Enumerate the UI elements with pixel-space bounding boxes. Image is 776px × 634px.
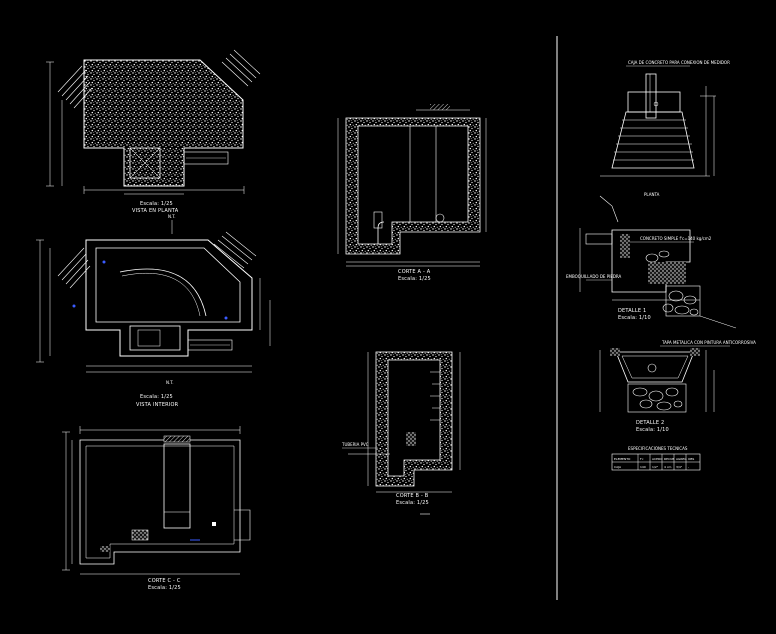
pipe-label: TUBERIA PVC — [341, 442, 369, 447]
table-header-5: OBS — [688, 457, 694, 461]
plan-top-wingwall-right — [221, 49, 261, 87]
section-cc-outer — [79, 439, 241, 565]
plan-middle-title: VISTA INTERIOR — [136, 402, 179, 408]
plan-middle-view: N.T. N.T. — [36, 214, 271, 408]
plan-middle-wingwall-left — [57, 247, 91, 289]
valve-box-view: CAJA DE CONCRETO PARA CONEXION DE MEDIDO… — [600, 60, 730, 197]
plan-middle-box — [129, 325, 181, 351]
plan-top-box — [129, 147, 161, 179]
section-cc-title: CORTE C - C — [148, 578, 181, 584]
section-bb-view: TUBERIA PVC CORTE B - B Escala: 1/25 — [341, 351, 461, 515]
section-bb-title: CORTE B - B — [396, 493, 429, 499]
detail-2-box — [615, 351, 695, 383]
plan-middle-outer-wall — [85, 239, 253, 357]
table-header-0: ELEMENTO — [614, 457, 631, 461]
plan-middle-marker-b — [224, 316, 228, 320]
table-header-3: RECUB — [664, 457, 674, 461]
plan-middle-flow-curve — [119, 268, 207, 317]
detail-2-scale: Escala: 1/10 — [636, 427, 669, 433]
plan-middle-pipe — [187, 339, 233, 351]
detail-1-scale: Escala: 1/10 — [618, 315, 651, 321]
detail-1-view: CONCRETO SIMPLE f'c=140 kg/cm2 EMBOQUILL… — [566, 195, 737, 329]
detail-1-side-note: EMBOQUILLADO DE PIEDRA — [566, 274, 622, 279]
plan-top-pipe — [183, 151, 229, 165]
section-cc-scale: Escala: 1/25 — [148, 585, 181, 591]
detail-1-title: DETALLE 1 — [618, 308, 646, 314]
table-cell-0: CAJA — [614, 465, 622, 469]
level-marker-bottom: N.T. — [166, 380, 174, 385]
detail-2-callout: TAPA METALICA CON PINTURA ANTICORROSIVA — [661, 340, 756, 345]
spec-table-title: ESPECIFICACIONES TECNICAS — [628, 446, 688, 451]
valve-box-subtitle: PLANTA — [644, 192, 660, 197]
detail-1-stone-fill — [645, 250, 699, 316]
spec-table: ESPECIFICACIONES TECNICAS ELEMENTO f'c A… — [611, 446, 701, 471]
section-cc-inner — [85, 445, 235, 559]
table-header-4: AGREG — [676, 457, 687, 461]
level-marker-top: N.T. — [168, 214, 176, 219]
plan-middle-wingwall-right — [213, 231, 257, 269]
table-cell-1: 140 — [640, 465, 646, 469]
detail-2-stone-base — [627, 383, 687, 413]
section-aa-cavity — [357, 125, 469, 245]
plan-middle-inner-wall — [95, 247, 241, 323]
section-cc-wall-panel — [163, 443, 191, 529]
plan-top-slab — [83, 59, 244, 187]
plan-top-wingwall-left — [57, 65, 93, 109]
section-aa-title: CORTE A - A — [398, 269, 431, 275]
valve-box-body — [611, 111, 695, 169]
section-bb-scale: Escala: 1/25 — [396, 500, 429, 506]
plan-top-view: Escala: 1/25 VISTA EN PLANTA — [46, 49, 261, 214]
plan-top-scale: Escala: 1/25 — [140, 201, 173, 207]
table-cell-4: 3/4" — [676, 465, 683, 469]
plan-middle-marker-c — [72, 304, 76, 308]
table-cell-2: 1/2" — [652, 465, 659, 469]
detail-2-title: DETALLE 2 — [636, 420, 664, 426]
plan-middle-scale: Escala: 1/25 — [140, 394, 173, 400]
detail-1-callout: CONCRETO SIMPLE f'c=140 kg/cm2 — [640, 236, 712, 241]
section-aa-view: CORTE A - A Escala: 1/25 — [337, 104, 487, 282]
table-header-1: f'c — [640, 457, 644, 461]
section-cc-view: CORTE C - C Escala: 1/25 — [62, 426, 251, 591]
plan-middle-marker-a — [102, 260, 106, 264]
table-cell-5: - — [688, 465, 689, 469]
table-header-2: ACERO — [652, 457, 663, 461]
plan-top-title: VISTA EN PLANTA — [132, 208, 179, 214]
detail-2-view: TAPA METALICA CON PINTURA ANTICORROSIVA … — [599, 340, 756, 433]
section-aa-scale: Escala: 1/25 — [398, 276, 431, 282]
valve-box-title: CAJA DE CONCRETO PARA CONEXION DE MEDIDO… — [628, 60, 730, 65]
table-cell-3: 4 cm — [664, 465, 672, 469]
section-bb-cavity — [387, 359, 441, 477]
